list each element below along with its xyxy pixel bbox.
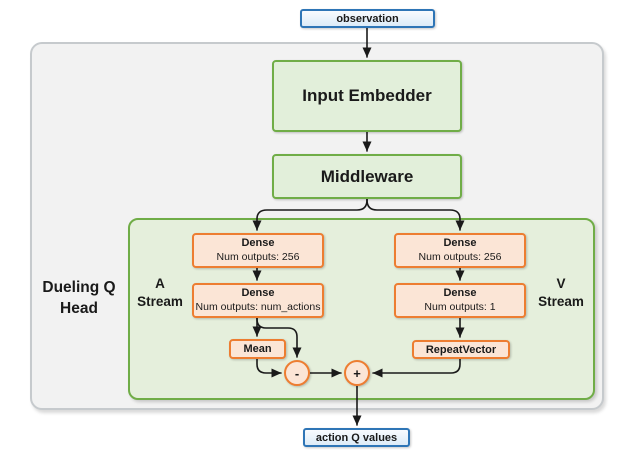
input-embedder-label: Input Embedder bbox=[302, 86, 432, 105]
dense-num-outputs: Num outputs: 256 bbox=[418, 250, 502, 263]
dense-title: Dense bbox=[443, 237, 477, 250]
a-stream-dense-256-node: Dense Num outputs: 256 bbox=[192, 233, 324, 268]
dense-num-outputs: Num outputs: num_actions bbox=[195, 300, 321, 313]
input-embedder-node: Input Embedder bbox=[272, 60, 462, 132]
mean-node: Mean bbox=[229, 339, 286, 359]
a-stream-label-line1: A bbox=[155, 275, 165, 291]
middleware-node: Middleware bbox=[272, 154, 462, 199]
subtract-operator-node: - bbox=[284, 360, 310, 386]
add-operator-node: + bbox=[344, 360, 370, 386]
v-stream-dense-256-node: Dense Num outputs: 256 bbox=[394, 233, 526, 268]
a-stream-dense-actions-node: Dense Num outputs: num_actions bbox=[192, 283, 324, 318]
dense-num-outputs: Num outputs: 1 bbox=[424, 300, 496, 313]
subtract-symbol: - bbox=[294, 365, 300, 381]
v-stream-dense-1-node: Dense Num outputs: 1 bbox=[394, 283, 526, 318]
action-q-values-node: action Q values bbox=[303, 428, 410, 447]
dense-num-outputs: Num outputs: 256 bbox=[216, 250, 300, 263]
dense-title: Dense bbox=[443, 287, 477, 300]
dueling-q-head-label-line1: Dueling Q bbox=[42, 279, 116, 297]
v-stream-label: V Stream bbox=[528, 273, 594, 313]
add-symbol: + bbox=[353, 365, 361, 381]
repeat-vector-label: RepeatVector bbox=[425, 343, 497, 356]
observation-node: observation bbox=[300, 9, 435, 28]
repeat-vector-node: RepeatVector bbox=[412, 340, 510, 359]
observation-label: observation bbox=[336, 12, 399, 25]
dense-title: Dense bbox=[241, 237, 275, 250]
dueling-q-head-label-line2: Head bbox=[60, 300, 98, 317]
mean-label: Mean bbox=[243, 343, 272, 355]
v-stream-label-line2: Stream bbox=[538, 294, 584, 309]
dense-title: Dense bbox=[241, 287, 275, 300]
a-stream-label: A Stream bbox=[130, 273, 190, 313]
middleware-label: Middleware bbox=[320, 166, 414, 186]
action-q-values-label: action Q values bbox=[315, 431, 398, 444]
dueling-q-head-label: Dueling Q Head bbox=[32, 276, 126, 322]
a-stream-label-line2: Stream bbox=[137, 294, 183, 309]
v-stream-label-line1: V bbox=[556, 275, 566, 291]
